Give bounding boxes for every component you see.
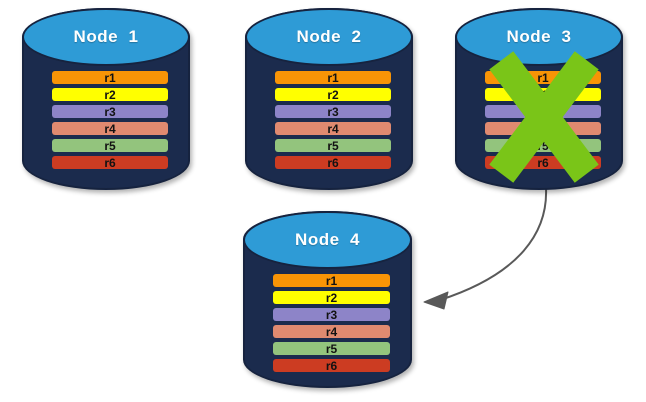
node-3-row-r6: r6 xyxy=(485,156,601,169)
node-4-row-r6: r6 xyxy=(273,359,390,372)
node-2-title: Node 2 xyxy=(296,27,362,46)
node-1-row-r5-label: r5 xyxy=(104,138,116,153)
node-4-title: Node 4 xyxy=(295,230,360,249)
node-2-cylinder-top: Node 2 xyxy=(245,8,413,66)
node-1[interactable]: Node 1 r1 r2 r3 r4 r5 r6 xyxy=(22,8,190,190)
node-1-row-r4: r4 xyxy=(52,122,168,135)
node-4-row-r2-label: r2 xyxy=(325,290,338,305)
node-4-cylinder-top: Node 4 xyxy=(243,211,412,269)
node-2-row-r3-label: r3 xyxy=(327,104,339,119)
replication-arrow-head xyxy=(423,291,449,310)
node-3-row-r4-label: r4 xyxy=(537,121,549,136)
node-4-row-r4-label: r4 xyxy=(325,324,338,339)
node-4-row-r5: r5 xyxy=(273,342,390,355)
node-3-row-r3-label: r3 xyxy=(537,104,549,119)
node-1-cylinder-top: Node 1 xyxy=(22,8,190,66)
node-3-row-r6-label: r6 xyxy=(537,155,549,170)
node-4-row-r4: r4 xyxy=(273,325,390,338)
node-1-row-r3-label: r3 xyxy=(104,104,116,119)
node-1-row-r2-label: r2 xyxy=(104,87,116,102)
node-1-row-r4-label: r4 xyxy=(104,121,116,136)
node-1-rows: r1 r2 r3 r4 r5 r6 xyxy=(52,71,168,173)
node-1-row-r6-label: r6 xyxy=(104,155,116,170)
node-1-row-r1: r1 xyxy=(52,71,168,84)
node-3-row-r4: r4 xyxy=(485,122,601,135)
node-2-row-r1-label: r1 xyxy=(327,70,339,85)
node-4-row-r6-label: r6 xyxy=(325,358,338,373)
node-3-row-r2: r2 xyxy=(485,88,601,101)
node-2-row-r6-label: r6 xyxy=(327,155,339,170)
node-3-cylinder-top: Node 3 xyxy=(455,8,623,66)
node-3[interactable]: Node 3 r1 r2 r3 r4 r5 r6 xyxy=(455,8,623,190)
node-3-title: Node 3 xyxy=(506,27,572,46)
node-1-row-r6: r6 xyxy=(52,156,168,169)
node-4-rows: r1 r2 r3 r4 r5 r6 xyxy=(273,274,390,376)
node-2[interactable]: Node 2 r1 r2 r3 r4 r5 r6 xyxy=(245,8,413,190)
node-2-row-r1: r1 xyxy=(275,71,391,84)
node-2-row-r4-label: r4 xyxy=(327,121,339,136)
node-3-row-r5: r5 xyxy=(485,139,601,152)
node-3-row-r1-label: r1 xyxy=(537,70,549,85)
node-3-row-r1: r1 xyxy=(485,71,601,84)
node-1-title: Node 1 xyxy=(73,27,139,46)
node-4-row-r3-label: r3 xyxy=(325,307,338,322)
node-2-row-r2: r2 xyxy=(275,88,391,101)
node-2-row-r2-label: r2 xyxy=(327,87,339,102)
node-2-row-r5-label: r5 xyxy=(327,138,339,153)
node-1-row-r5: r5 xyxy=(52,139,168,152)
node-2-row-r6: r6 xyxy=(275,156,391,169)
node-2-row-r3: r3 xyxy=(275,105,391,118)
node-2-row-r5: r5 xyxy=(275,139,391,152)
node-3-row-r2-label: r2 xyxy=(537,87,549,102)
node-1-row-r1-label: r1 xyxy=(104,70,116,85)
node-1-row-r3: r3 xyxy=(52,105,168,118)
node-4-row-r3: r3 xyxy=(273,308,390,321)
replication-arrow-path xyxy=(439,187,548,301)
node-4-row-r1: r1 xyxy=(273,274,390,287)
node-3-row-r5-label: r5 xyxy=(537,138,549,153)
node-4[interactable]: Node 4 r1 r2 r3 r4 r5 r6 xyxy=(243,211,412,388)
node-2-row-r4: r4 xyxy=(275,122,391,135)
node-3-row-r3: r3 xyxy=(485,105,601,118)
node-4-row-r2: r2 xyxy=(273,291,390,304)
node-2-rows: r1 r2 r3 r4 r5 r6 xyxy=(275,71,391,173)
node-4-row-r5-label: r5 xyxy=(325,341,338,356)
node-4-row-r1-label: r1 xyxy=(325,273,338,288)
node-1-row-r2: r2 xyxy=(52,88,168,101)
node-3-rows: r1 r2 r3 r4 r5 r6 xyxy=(485,71,601,173)
